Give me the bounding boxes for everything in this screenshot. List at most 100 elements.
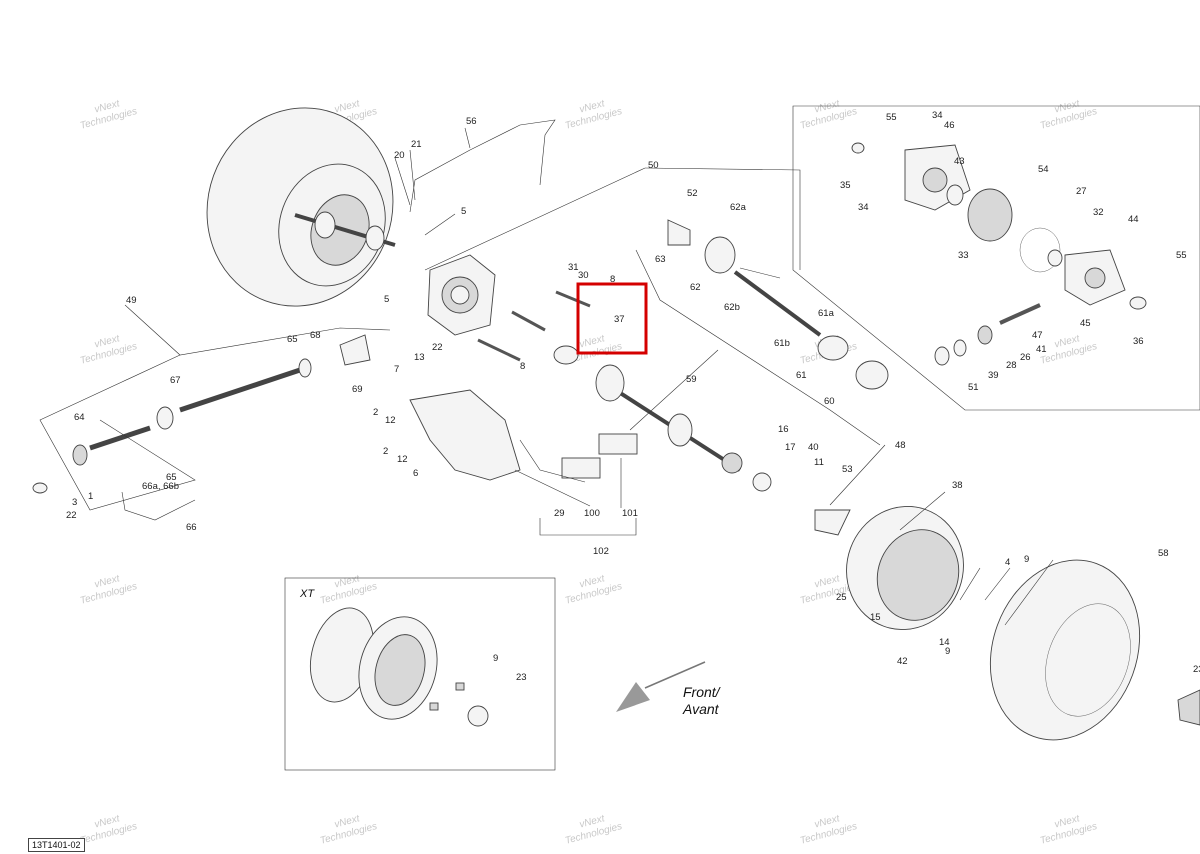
callout-66-35: 66	[186, 522, 197, 533]
callout-61b-15: 61b	[774, 338, 790, 349]
callout-4-57: 4	[1005, 557, 1010, 568]
callout-35-66: 35	[840, 180, 851, 191]
callout-69-26: 69	[352, 384, 363, 395]
callout-9-56: 9	[945, 646, 950, 657]
callout-22-34: 22	[66, 510, 77, 521]
left-drive-shaft	[294, 211, 396, 251]
skid-plate	[409, 389, 521, 481]
callout-67-27: 67	[170, 375, 181, 386]
gearbox-inset-frame	[792, 105, 1200, 411]
callout-43-67: 43	[954, 156, 965, 167]
highlight-box	[576, 282, 648, 355]
callout-42-54: 42	[897, 656, 908, 667]
direction-label-line2: Avant	[682, 701, 720, 717]
callout-1-32: 1	[88, 491, 93, 502]
right-wheel-hub	[814, 506, 964, 630]
callout-50-4: 50	[648, 160, 659, 171]
callout-15-53: 15	[870, 612, 881, 623]
callout-38-51: 38	[952, 480, 963, 491]
callout-47-75: 47	[1032, 330, 1043, 341]
xt-inset-frame	[284, 577, 556, 771]
callout-2-38: 2	[383, 446, 388, 457]
callout-23-60: 23	[1193, 664, 1200, 675]
callout-34-70: 34	[858, 202, 869, 213]
callout-31-10: 31	[568, 262, 579, 273]
callout-61-16: 61	[796, 370, 807, 381]
callout-61a-14: 61a	[818, 308, 835, 319]
callout-23-62: 23	[516, 672, 527, 683]
front-direction-arrow	[616, 661, 706, 712]
callout-28-80: 28	[1006, 360, 1017, 371]
callout-54-68: 54	[1038, 164, 1049, 175]
callout-14-55: 14	[939, 637, 950, 648]
warning-decal-101	[598, 433, 638, 455]
callout-58-59: 58	[1158, 548, 1169, 559]
callout-63-7: 63	[655, 254, 666, 265]
right-drive-shaft	[595, 364, 772, 492]
callout-44-73: 44	[1128, 214, 1139, 225]
callout-40-47: 40	[808, 442, 819, 453]
callout-66a66b-31: 66a, 66b	[142, 481, 179, 492]
callout-8-12: 8	[610, 274, 615, 285]
callout-65-21: 65	[287, 334, 298, 345]
propeller-shaft	[32, 334, 371, 494]
gearbox-parts	[851, 142, 1147, 366]
xt-inset-label: XT	[299, 588, 315, 600]
callout-62-8: 62	[690, 282, 701, 293]
callout-62b-9: 62b	[724, 302, 740, 313]
callout-12-39: 12	[397, 454, 408, 465]
diagram-code: 13T1401-02	[28, 838, 85, 852]
callout-12-37: 12	[385, 415, 396, 426]
callout-13-24: 13	[414, 352, 425, 363]
callout-9-58: 9	[1024, 554, 1029, 565]
callout-3-33: 3	[72, 497, 77, 508]
right-tire	[989, 559, 1141, 741]
callout-53-50: 53	[842, 464, 853, 475]
callout-9-61: 9	[493, 653, 498, 664]
output-shaft-parts	[667, 219, 889, 390]
callout-56-0: 56	[466, 116, 477, 127]
washer	[553, 345, 579, 365]
callout-39-81: 39	[988, 370, 999, 381]
callout-27-69: 27	[1076, 186, 1087, 197]
brake-line	[409, 119, 556, 213]
callout-7-23: 7	[394, 364, 399, 375]
callout-5-3: 5	[461, 206, 466, 217]
callout-102-44: 102	[593, 546, 609, 557]
callout-45-76: 45	[1080, 318, 1091, 329]
callout-20-2: 20	[394, 150, 405, 161]
callout-46-65: 46	[944, 120, 955, 131]
callout-30-11: 30	[578, 270, 589, 281]
callout-101-41: 101	[622, 508, 638, 519]
callout-8-28: 8	[520, 361, 525, 372]
callout-29-43: 29	[554, 508, 565, 519]
bolts	[477, 290, 591, 362]
callout-48-49: 48	[895, 440, 906, 451]
callout-34-63: 34	[932, 110, 943, 121]
callout-100-42: 100	[584, 508, 600, 519]
callout-17-46: 17	[785, 442, 796, 453]
callout-32-72: 32	[1093, 207, 1104, 218]
callout-33-71: 33	[958, 250, 969, 261]
direction-label-line1: Front/	[683, 684, 722, 700]
callout-11-48: 11	[814, 457, 824, 468]
callout-25-52: 25	[836, 592, 847, 603]
callout-60-17: 60	[824, 396, 835, 407]
callout-68-22: 68	[310, 330, 321, 341]
callout-16-45: 16	[778, 424, 789, 435]
callout-37-13: 37	[614, 314, 625, 325]
callout-36-77: 36	[1133, 336, 1144, 347]
callout-59-18: 59	[686, 374, 697, 385]
callout-52-5: 52	[687, 188, 698, 199]
callout-49-20: 49	[126, 295, 137, 306]
callout-21-1: 21	[411, 139, 422, 150]
xt-wheel	[310, 607, 489, 727]
warning-decal-100	[561, 457, 601, 479]
callout-55-64: 55	[886, 112, 897, 123]
callout-26-78: 26	[1020, 352, 1031, 363]
callout-55-74: 55	[1176, 250, 1187, 261]
valve-cap	[1177, 689, 1200, 726]
callout-2-36: 2	[373, 407, 378, 418]
